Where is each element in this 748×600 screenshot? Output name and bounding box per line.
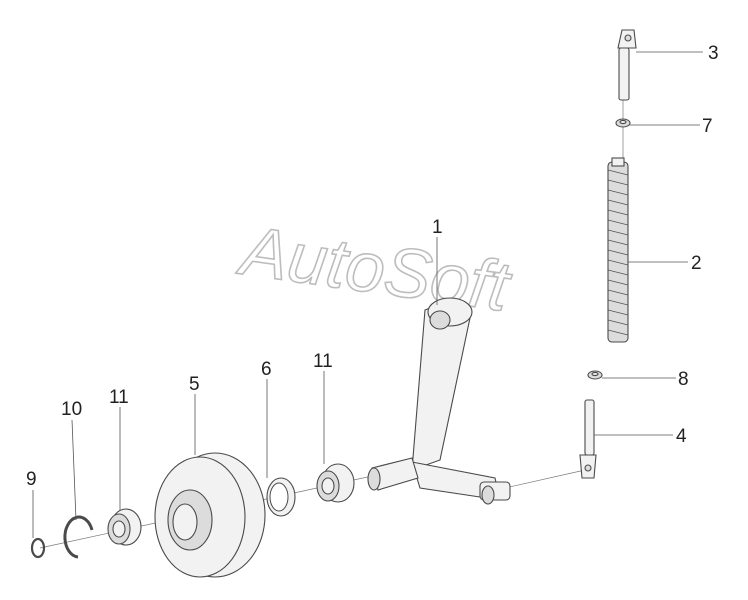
right-bearing-part	[316, 463, 355, 503]
spring-part	[607, 157, 629, 343]
lever-arm-part	[367, 297, 511, 505]
callout-4: 4	[676, 426, 687, 447]
lower-rod-end-part	[579, 399, 597, 479]
callout-9: 9	[26, 469, 37, 490]
callout-10: 10	[61, 399, 82, 420]
callout-3: 3	[708, 43, 719, 64]
left-bearing-part	[107, 508, 142, 546]
callout-7: 7	[702, 116, 713, 137]
leader-line-10	[71, 419, 77, 521]
callout-8: 8	[678, 369, 689, 390]
callout-11b: 11	[313, 351, 333, 372]
callout-5: 5	[189, 374, 200, 395]
snap-ring-part	[63, 515, 94, 559]
upper-washer-part	[615, 118, 631, 128]
lower-washer-part	[587, 370, 603, 380]
callout-2: 2	[691, 253, 702, 274]
spacer-ring-part	[266, 477, 296, 517]
callout-1: 1	[432, 217, 443, 238]
watermark: AutoSoft	[233, 211, 516, 327]
upper-rod-end-part	[617, 29, 637, 101]
callout-6: 6	[261, 359, 272, 380]
callout-11a: 11	[109, 387, 129, 408]
pulley-part	[154, 452, 266, 578]
circlip-part	[30, 537, 46, 559]
link-axis-line	[504, 469, 586, 489]
